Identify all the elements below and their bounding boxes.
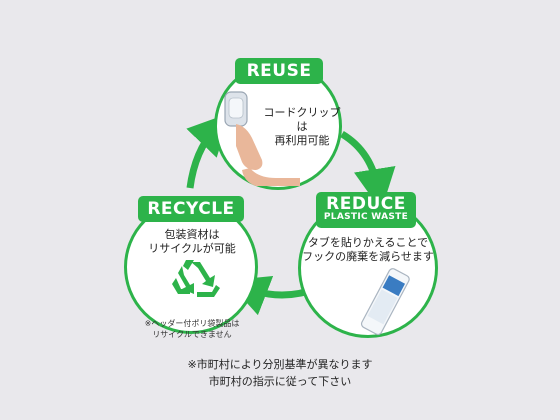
reduce-text-line2: フックの廃棄を減らせます <box>302 250 434 263</box>
recycle-text-line2: リサイクルが可能 <box>148 242 236 255</box>
recycle-circle <box>124 200 258 334</box>
reuse-text-line2: 再利用可能 <box>274 134 330 147</box>
reuse-text-line1: コードクリップは <box>263 106 341 133</box>
reuse-text: コードクリップは 再利用可能 <box>260 106 344 148</box>
recycle-text-line1: 包装資材は <box>164 228 220 241</box>
footer-note: ※市町村により分別基準が異なります 市町村の指示に従って下さい <box>0 356 560 390</box>
reduce-subtitle: PLASTIC WASTE <box>323 212 409 222</box>
recycle-note: ※ヘッダー付ポリ袋製品は リサイクルできません <box>132 318 252 340</box>
recycle-badge: RECYCLE <box>138 196 244 222</box>
reduce-title: REDUCE <box>326 194 406 214</box>
recycle-title: RECYCLE <box>147 199 235 219</box>
footer-line1: ※市町村により分別基準が異なります <box>187 358 373 371</box>
reduce-badge: REDUCE PLASTIC WASTE <box>316 192 416 228</box>
arrow-recycle-to-reuse <box>186 112 231 189</box>
reuse-title: REUSE <box>246 61 312 81</box>
recycle-text: 包装資材は リサイクルが可能 <box>132 228 252 256</box>
recycle-note-line2: リサイクルできません <box>152 330 232 339</box>
recycle-note-line1: ※ヘッダー付ポリ袋製品は <box>144 319 240 328</box>
arrow-reuse-to-reduce <box>340 130 396 211</box>
reduce-text-line1: タブを貼りかえることで <box>307 236 429 249</box>
reduce-text: タブを貼りかえることで フックの廃棄を減らせます <box>300 236 436 264</box>
reuse-badge: REUSE <box>235 58 323 84</box>
footer-line2: 市町村の指示に従って下さい <box>208 375 352 388</box>
